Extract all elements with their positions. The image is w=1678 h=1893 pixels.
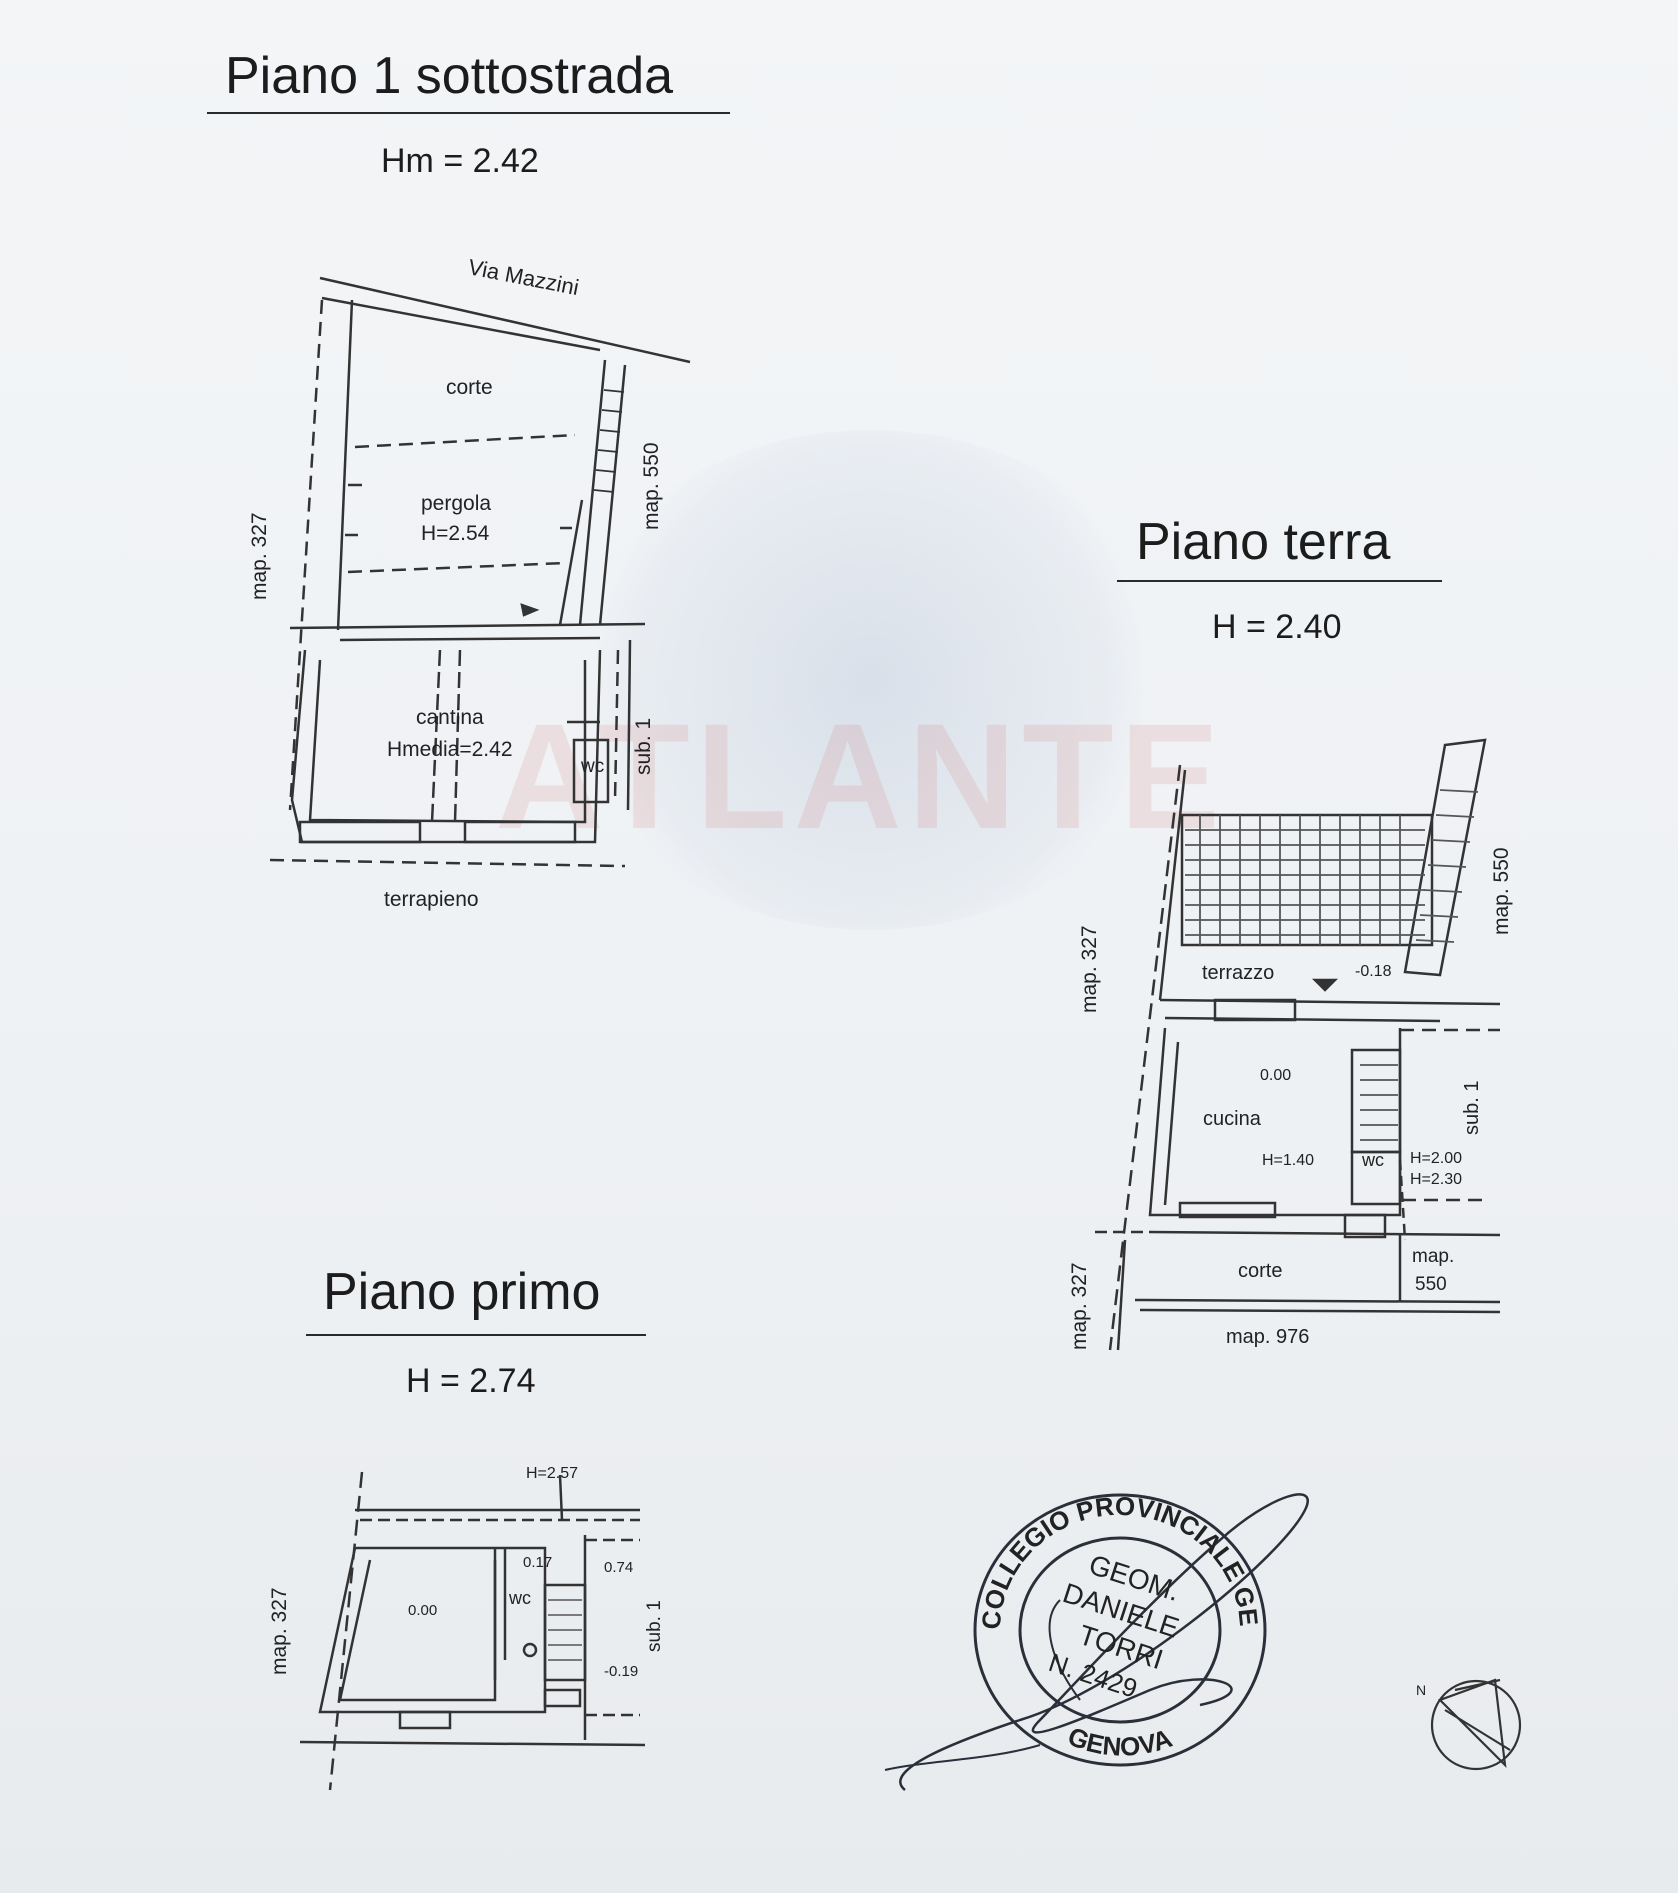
room-corte: corte <box>446 376 493 399</box>
room-cantina: cantina <box>416 706 484 729</box>
room-cucina: cucina <box>1203 1108 1262 1130</box>
terrapieno-label: terrapieno <box>384 888 479 911</box>
map-327-bottom-label: map. 327 <box>1068 1262 1091 1350</box>
level-terrazzo: -0.18 <box>1355 963 1392 980</box>
map-327-label-first: map. 327 <box>268 1587 291 1675</box>
sub-1-label-first: sub. 1 <box>644 1600 665 1652</box>
height-3: H=2.30 <box>1410 1171 1462 1188</box>
height-top: H=2.57 <box>526 1465 578 1482</box>
height-2: H=2.00 <box>1410 1150 1462 1167</box>
floor-first-title: Piano primo <box>323 1263 601 1321</box>
north-label: N <box>1416 1682 1426 1698</box>
floor-b1-title: Piano 1 sottostrada <box>225 47 674 105</box>
map-327-top-label: map. 327 <box>1078 925 1101 1013</box>
map-327-label: map. 327 <box>248 512 271 600</box>
height-cucina: H=1.40 <box>1262 1152 1314 1169</box>
map-550-corner-1: map. <box>1412 1246 1454 1267</box>
level-main: 0.00 <box>408 1602 437 1619</box>
floor-b1-title-rule <box>207 112 730 114</box>
level-cucina: 0.00 <box>1260 1067 1291 1084</box>
room-corte-ground: corte <box>1238 1260 1282 1282</box>
room-wc-ground: wc <box>1361 1150 1384 1170</box>
floor-ground-title: Piano terra <box>1136 513 1391 571</box>
level-right-top: 0.74 <box>604 1559 633 1576</box>
map-550-label: map. 550 <box>640 442 663 530</box>
room-pergola: pergola <box>421 492 491 515</box>
room-wc: wc <box>580 756 604 777</box>
room-terrazzo: terrazzo <box>1202 962 1274 984</box>
level-right-bottom: -0.19 <box>604 1663 638 1680</box>
watermark-globe <box>560 430 1180 930</box>
floor-ground-height: H = 2.40 <box>1212 608 1342 646</box>
floor-first-title-rule <box>306 1334 646 1336</box>
map-550-label-ground: map. 550 <box>1490 847 1513 935</box>
room-wc-first: wc <box>508 1588 531 1608</box>
sub-1-label-ground: sub. 1 <box>1461 1081 1483 1135</box>
map-550-corner-2: 550 <box>1415 1274 1447 1295</box>
sub-1-label: sub. 1 <box>632 718 655 775</box>
room-pergola-height: H=2.54 <box>421 522 490 545</box>
map-976-label: map. 976 <box>1226 1326 1309 1348</box>
floor-first-height: H = 2.74 <box>406 1362 536 1400</box>
floor-ground-title-rule <box>1117 580 1442 582</box>
room-cantina-height: Hmedia=2.42 <box>387 738 513 761</box>
level-wc: 0.17 <box>523 1554 552 1571</box>
floor-b1-height: Hm = 2.42 <box>381 142 539 180</box>
